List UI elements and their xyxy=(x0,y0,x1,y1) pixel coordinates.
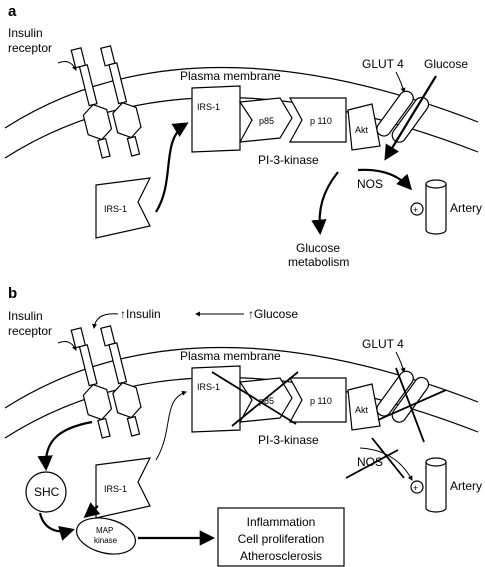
insulin-up-label: ↑Insulin xyxy=(120,307,161,321)
p85-box xyxy=(238,97,293,143)
plus-circle-icon xyxy=(410,202,424,216)
p110-box xyxy=(288,97,347,143)
nos-label: NOS xyxy=(357,177,383,191)
irs1-p85-block-cross xyxy=(211,371,297,425)
irs1-free-label-b: IRS-1 xyxy=(104,484,127,494)
glut4-label: GLUT 4 xyxy=(362,57,404,71)
irs1-free-box xyxy=(95,177,152,239)
akt-label: Akt xyxy=(355,125,369,135)
metabolism-arrow xyxy=(311,171,339,236)
glut4-b-pointer xyxy=(395,351,406,373)
glucose-label: Glucose xyxy=(424,57,468,71)
irs1-free-label: IRS-1 xyxy=(104,204,127,214)
p110-label: p 110 xyxy=(310,116,332,126)
plus-label-b: + xyxy=(413,483,418,493)
insulin-receptor-b-pointer xyxy=(57,341,77,351)
pi3k-label: PI-3-kinase xyxy=(258,153,319,167)
insulin-receptor-b: Insulin receptor xyxy=(8,309,142,439)
map-kinase-label-1: MAP xyxy=(96,526,113,535)
insulin-receptor-label-2: receptor xyxy=(8,41,52,55)
irs1-membrane-label: IRS-1 xyxy=(197,102,220,112)
irs1-membrane-label-b: IRS-1 xyxy=(197,382,220,392)
glucose-entry-arrow xyxy=(384,75,437,161)
artery-icon xyxy=(425,179,447,235)
plasma-membrane-label-b: Plasma membrane xyxy=(180,349,281,363)
irs1-membrane-box xyxy=(191,85,241,153)
akt-box xyxy=(347,103,381,151)
panel-b-letter: b xyxy=(8,285,17,302)
irs1-to-map-arrow xyxy=(83,502,101,518)
p85-box-b xyxy=(238,377,293,423)
map-kinase-ellipse xyxy=(76,517,136,555)
artery-label-b: Artery xyxy=(450,479,482,493)
nos-arrow xyxy=(357,168,413,191)
irs1-to-complex-arrow xyxy=(155,122,189,213)
metabolism-label-1: Glucose xyxy=(296,241,340,255)
akt-label-b: Akt xyxy=(355,405,369,415)
plasma-membrane-label: Plasma membrane xyxy=(180,69,281,83)
artery-label: Artery xyxy=(450,201,482,215)
pi3k-complex: IRS-1 p85 p 110 Akt PI-3-kinase xyxy=(191,85,381,167)
insulin-pointer xyxy=(92,313,119,329)
irs1-p85-block-cross-2 xyxy=(231,371,299,427)
outcome-atherosclerosis: Atherosclerosis xyxy=(240,549,322,563)
insulin-receptor: Insulin receptor xyxy=(8,26,142,159)
outcome-cell-proliferation: Cell proliferation xyxy=(238,532,325,546)
insulin-receptor-b-label-1: Insulin xyxy=(8,309,43,323)
nos-arrow-b xyxy=(359,447,413,481)
nos-block-cross xyxy=(345,449,399,479)
glut4-transporter: GLUT 4 Glucose xyxy=(362,57,468,161)
map-kinase-label-2: kinase xyxy=(94,536,118,545)
panel-b: b ↑Insulin ↑Glucose Plasma membrane Insu… xyxy=(4,285,482,567)
akt-box-b xyxy=(347,383,381,431)
nos-block-cross-2 xyxy=(371,437,405,479)
nos-label-b: NOS xyxy=(357,455,383,469)
shc-label: SHC xyxy=(34,485,60,499)
pi3k-label-b: PI-3-kinase xyxy=(258,433,319,447)
insulin-receptor-pointer xyxy=(57,61,77,71)
irs1-membrane-box-b xyxy=(191,365,241,433)
outcome-inflammation: Inflammation xyxy=(247,515,316,529)
outcomes-box xyxy=(217,507,345,567)
insulin-receptor-label-1: Insulin xyxy=(8,26,43,40)
p85-label: p85 xyxy=(259,116,274,126)
plus-circle-icon-b xyxy=(410,480,424,494)
p110-label-b: p 110 xyxy=(310,396,332,406)
glut4-pointer xyxy=(395,71,406,93)
shc-to-map-arrow xyxy=(38,512,75,541)
artery-icon-b xyxy=(425,457,447,513)
insulin-receptor-b-label-2: receptor xyxy=(8,324,52,338)
plus-label: + xyxy=(413,205,418,215)
receptor-to-shc-arrow xyxy=(37,420,93,472)
shc-circle xyxy=(25,471,67,513)
panel-a: a Plasma membrane Insulin receptor xyxy=(4,3,482,269)
irs1-to-complex-arrow-b xyxy=(155,390,187,461)
panel-a-letter: a xyxy=(8,3,17,20)
p85-label-b: p85 xyxy=(259,396,274,406)
glut4-block-cross-2 xyxy=(377,389,447,421)
p110-box-b xyxy=(288,377,347,423)
glucose-up-label: ↑Glucose xyxy=(248,307,298,321)
pi3k-complex-b: IRS-1 p85 p 110 Akt PI-3-kinase xyxy=(191,365,381,447)
metabolism-label-2: metabolism xyxy=(288,255,349,269)
glut4-label-b: GLUT 4 xyxy=(362,337,404,351)
glut4-transporter-b: GLUT 4 xyxy=(362,337,447,443)
